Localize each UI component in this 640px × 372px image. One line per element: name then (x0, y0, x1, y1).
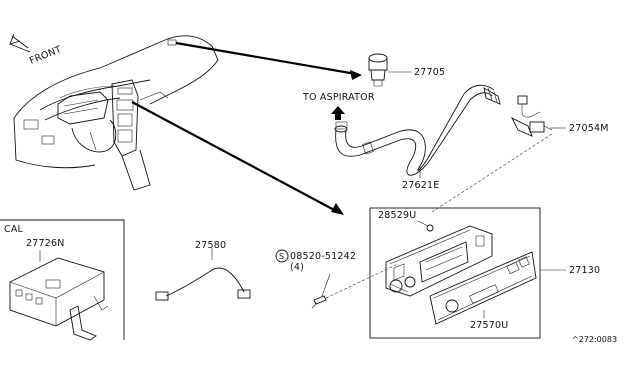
part-27580-label: 27580 (195, 240, 226, 251)
bolt-icon (311, 295, 327, 309)
control-module-part (9, 257, 109, 341)
part-28529u-label: 28529U (378, 210, 416, 221)
front-arrow-icon (9, 33, 31, 53)
dashboard-drawing (13, 35, 219, 191)
part-27705-label: 27705 (414, 67, 445, 78)
part-27130-label: 27130 (569, 265, 600, 276)
diagram-code: ^272:0083 (572, 335, 617, 344)
sensor-part (510, 95, 553, 137)
part-27054m-label: 27054M (569, 123, 609, 134)
cal-box (0, 219, 125, 340)
bolt-callout: S (275, 249, 289, 263)
cal-label: CAL (4, 224, 24, 235)
front-label: FRONT (28, 44, 63, 67)
bolt-code-label: 08520-51242 (290, 251, 356, 262)
heater-control-unit (385, 225, 493, 297)
part-27621e-label: 27621E (402, 180, 439, 191)
fascia-panel (429, 251, 537, 325)
control-panel-box (369, 207, 541, 339)
bolt-symbol: S (279, 252, 284, 261)
up-arrow-icon (331, 106, 345, 120)
to-aspirator-label: TO ASPIRATOR (302, 92, 375, 103)
part-27726n-label: 27726N (26, 238, 65, 249)
aspirator-part (368, 53, 388, 87)
bolt-quantity-label: (4) (290, 262, 304, 273)
callout-arrows (131, 41, 362, 215)
part-27570u-label: 27570U (470, 320, 508, 331)
screw-icon (426, 224, 434, 232)
wire-harness-part (155, 267, 251, 301)
